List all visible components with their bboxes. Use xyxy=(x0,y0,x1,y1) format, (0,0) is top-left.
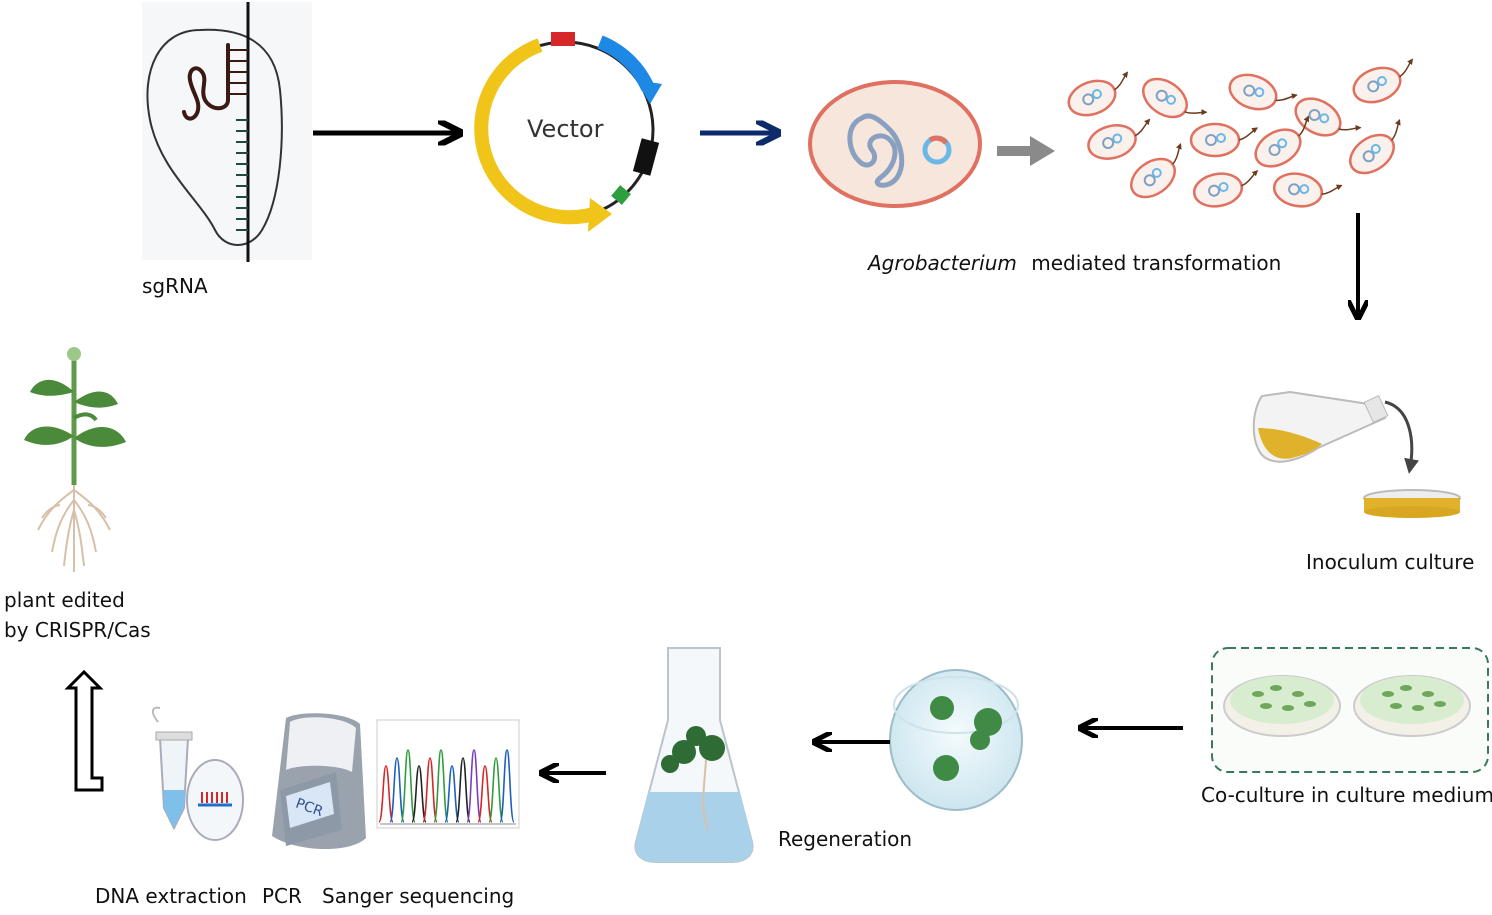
sanger-chromatogram xyxy=(376,719,520,829)
bacterium xyxy=(1087,118,1151,160)
regeneration-label: Regeneration xyxy=(778,827,913,851)
edited-plant-label-line1: plant edited xyxy=(4,588,125,612)
bacterium xyxy=(1192,170,1259,208)
bacterium xyxy=(1349,118,1401,175)
bacterium xyxy=(1294,97,1362,137)
coculture-dishes xyxy=(1211,647,1489,773)
sequencing-peak xyxy=(433,749,449,823)
sequencing-peak xyxy=(378,765,394,823)
bacterium xyxy=(1067,71,1129,117)
vector-label: Vector xyxy=(527,115,604,143)
edited-plant-label-line2: by CRISPR/Cas xyxy=(4,618,151,642)
bacterium xyxy=(1130,142,1182,199)
sequencing-peak xyxy=(488,757,504,823)
agrobacterium-label: Agrobacterium mediated transformation xyxy=(868,251,1281,275)
bacterium xyxy=(1228,73,1298,111)
bacterium xyxy=(1142,77,1208,119)
regeneration-flask xyxy=(634,647,754,863)
bacterium xyxy=(1352,58,1414,104)
sequencing-peak xyxy=(477,765,493,823)
sequencing-peak xyxy=(444,765,460,823)
sgrna-illustration xyxy=(142,2,312,262)
sequencing-peak xyxy=(455,757,471,823)
sequencing-peak xyxy=(422,757,438,823)
agrobacterium-cell xyxy=(808,80,982,208)
sanger-sequencing-label: Sanger sequencing xyxy=(322,884,515,908)
agrobacterium-caption: mediated transformation xyxy=(1031,251,1282,275)
bacterium xyxy=(1189,122,1258,158)
arrow-to-bacteria-population xyxy=(997,136,1055,166)
regeneration-dish xyxy=(889,669,1023,811)
pcr-label: PCR xyxy=(262,884,302,908)
sequencing-peak xyxy=(499,749,515,823)
edited-plant xyxy=(24,347,126,572)
inoculum-flask-and-dish xyxy=(1252,390,1461,518)
pcr-machine: PCR xyxy=(272,713,366,850)
inoculum-label: Inoculum culture xyxy=(1306,550,1475,574)
coculture-label: Co-culture in culture medium xyxy=(1201,783,1492,807)
arrow-to-edited-plant xyxy=(64,669,104,792)
bacterium xyxy=(1254,115,1310,168)
bacteria-population xyxy=(1067,58,1414,208)
sequencing-peak xyxy=(411,765,427,823)
dna-extraction-label: DNA extraction xyxy=(95,884,247,908)
sequencing-peak xyxy=(400,749,416,823)
dna-extraction-tube xyxy=(152,706,244,841)
sgrna-label: sgRNA xyxy=(142,274,208,298)
agrobacterium-species-name: Agrobacterium xyxy=(868,251,1017,275)
sequencing-peak xyxy=(389,757,405,823)
sequencing-peak xyxy=(466,749,482,823)
vector-plasmid xyxy=(474,32,662,232)
bacterium xyxy=(1272,172,1343,208)
